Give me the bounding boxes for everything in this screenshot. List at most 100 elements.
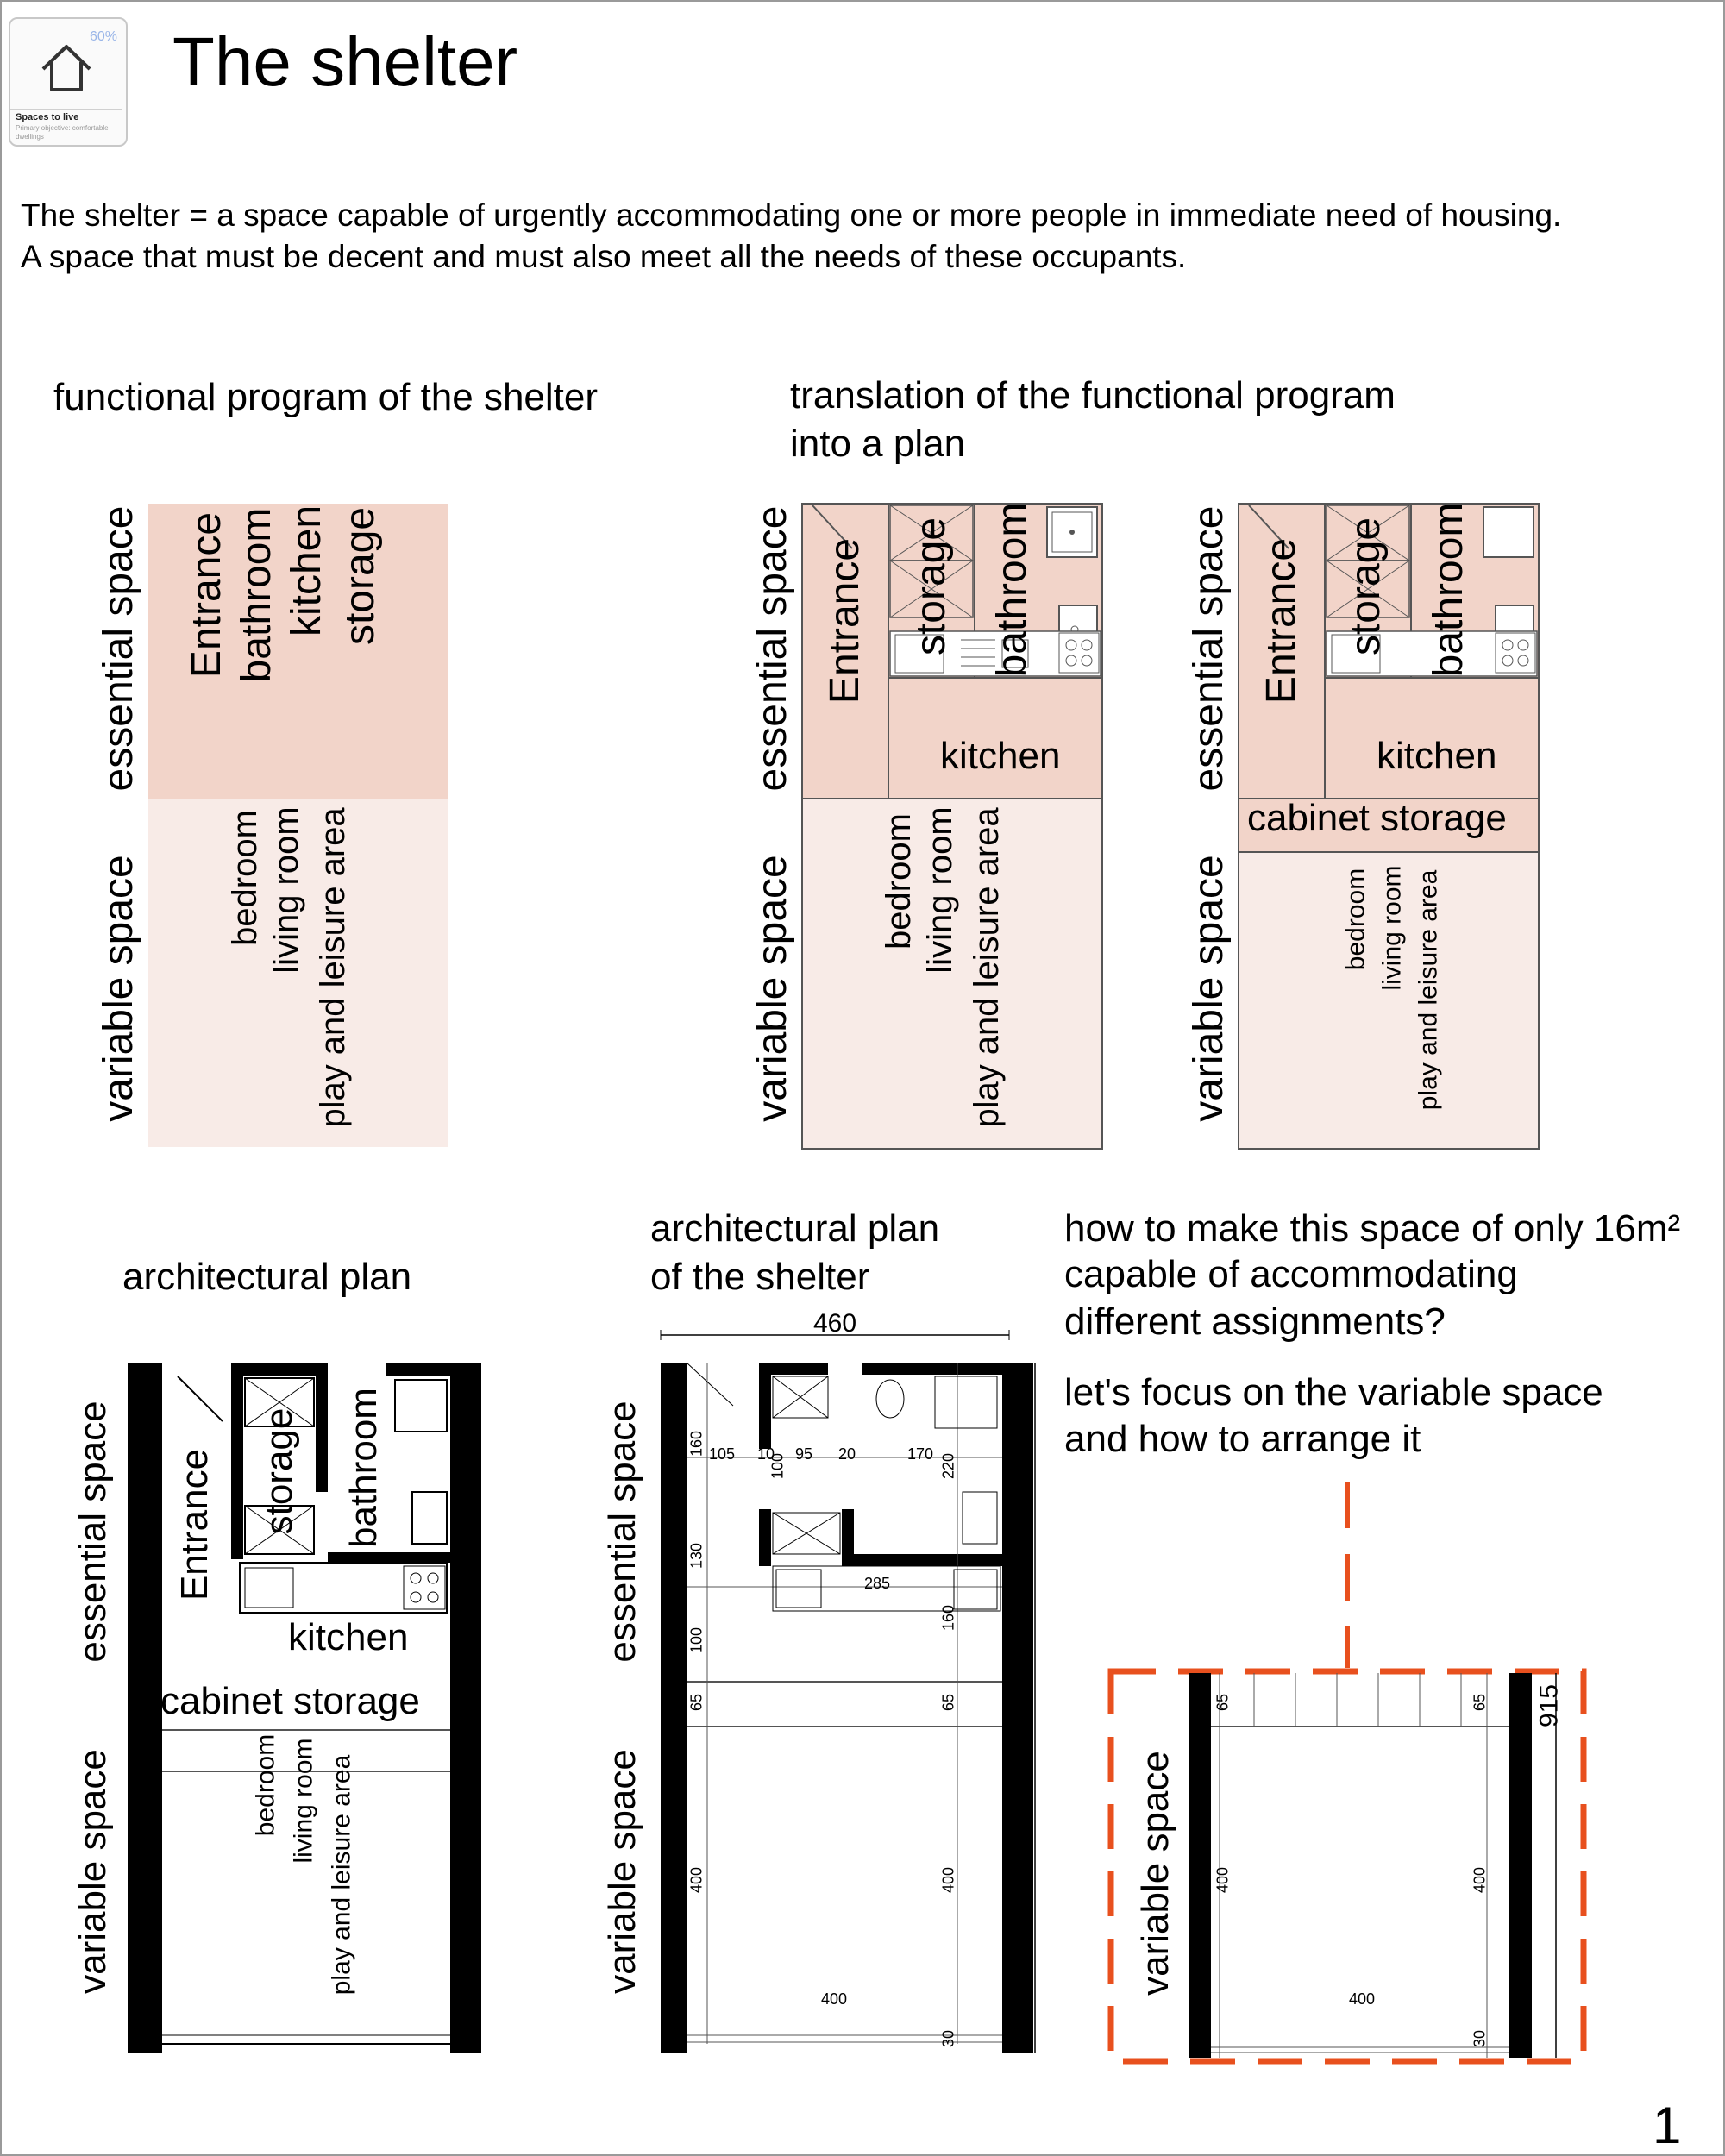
badge-label: Spaces to live: [16, 112, 79, 122]
question-line-1: how to make this space of only 16m²: [1064, 1207, 1681, 1250]
room-kitchen-4: kitchen: [288, 1616, 409, 1658]
dim-285: 285: [864, 1575, 891, 1592]
room-bedroom-2: bedroom: [880, 813, 918, 950]
dim-105: 105: [709, 1445, 736, 1463]
essential-space-label-5: essential space: [600, 1401, 643, 1663]
heading-translation-2: into a plan: [790, 423, 966, 465]
room-living-room-4: living room: [289, 1738, 318, 1864]
dim-170: 170: [907, 1445, 934, 1463]
question-line-3: different assignments?: [1064, 1300, 1446, 1343]
variable-space-label-3: variable space: [1185, 855, 1232, 1122]
dim-400-d: 400: [1214, 1866, 1232, 1894]
storage-cabinets: [889, 505, 974, 618]
variable-space-focus-drawing: [1107, 1482, 1587, 2065]
room-bedroom: bedroom: [226, 810, 264, 946]
category-badge: 60% Spaces to live Primary objective: co…: [9, 17, 128, 147]
heading-translation-1: translation of the functional program: [790, 374, 1396, 417]
room-bathroom-3: bathroom: [1425, 502, 1471, 678]
shower-icon: [934, 1376, 998, 1429]
badge-sublabel: Primary objective: comfortable dwellings: [16, 124, 109, 141]
dim-130: 130: [687, 1542, 706, 1570]
page-title: The shelter: [172, 23, 518, 100]
heading-architectural-plan: architectural plan: [122, 1256, 412, 1298]
room-kitchen: kitchen: [283, 505, 329, 637]
dim-65-b: 65: [939, 1693, 957, 1712]
dim-220: 220: [939, 1452, 957, 1480]
dim-10: 10: [757, 1445, 775, 1463]
room-bathroom-2: bathroom: [988, 502, 1035, 678]
room-storage-3: storage: [1342, 517, 1389, 656]
room-storage: storage: [336, 506, 383, 646]
room-bathroom-4: bathroom: [342, 1388, 385, 1548]
page-number: 1: [1653, 2096, 1682, 2154]
room-bathroom: bathroom: [233, 507, 279, 683]
variable-space-label-4: variable space: [71, 1749, 114, 1994]
variable-zone-block: [148, 799, 448, 1147]
dim-100-b: 100: [687, 1626, 706, 1654]
dim-400-c: 400: [821, 1990, 848, 2008]
variable-zone-fill-b: [1238, 851, 1540, 1150]
room-storage-4: storage: [257, 1407, 300, 1535]
stove-icon: [1058, 632, 1100, 674]
room-storage-2: storage: [907, 517, 954, 656]
variable-space-label-2: variable space: [749, 855, 795, 1122]
intro-line-2: A space that must be decent and must als…: [21, 239, 1187, 274]
room-bedroom-4: bedroom: [251, 1733, 280, 1837]
variable-space-label-5: variable space: [600, 1749, 643, 1994]
dim-100-a: 100: [768, 1452, 787, 1480]
room-living-room-2: living room: [921, 806, 959, 974]
room-play-area: play and leisure area: [314, 807, 352, 1128]
cabinet-storage-band: [1238, 798, 1540, 853]
door-swing-icon: [177, 1376, 223, 1422]
room-play-area-4: play and leisure area: [327, 1754, 356, 1996]
focus-highlight-frame: [1107, 1668, 1587, 2065]
room-entrance-2: Entrance: [821, 537, 868, 705]
dim-65-c: 65: [1214, 1693, 1232, 1712]
room-kitchen-3: kitchen: [1377, 735, 1497, 777]
dim-400-a: 400: [687, 1866, 706, 1894]
dim-65-a: 65: [687, 1693, 706, 1712]
heading-functional-program: functional program of the shelter: [53, 376, 599, 418]
room-entrance-3: Entrance: [1258, 537, 1304, 705]
dim-30-b: 30: [1471, 2029, 1489, 2048]
essential-space-label: essential space: [95, 505, 141, 792]
dim-400-f: 400: [1349, 1990, 1376, 2008]
room-entrance: Entrance: [183, 511, 229, 679]
heading-arch-plan-shelter-2: of the shelter: [650, 1256, 870, 1298]
door-swing-icon: [1248, 505, 1289, 549]
toilet-icon: [875, 1379, 905, 1419]
dim-460: 460: [813, 1309, 857, 1338]
dim-400-e: 400: [1471, 1866, 1489, 1894]
focus-line-2: and how to arrange it: [1064, 1418, 1421, 1460]
focus-line-1: let's focus on the variable space: [1064, 1371, 1603, 1413]
dim-915-b: 915: [1534, 1683, 1564, 1728]
dim-160-b: 160: [939, 1604, 957, 1632]
dim-30: 30: [939, 2029, 957, 2048]
essential-space-label-4: essential space: [71, 1401, 114, 1663]
room-play-area-2: play and leisure area: [968, 807, 1006, 1128]
dim-20: 20: [838, 1445, 856, 1463]
room-entrance-4: Entrance: [172, 1448, 216, 1601]
shower-icon: [394, 1379, 448, 1432]
translation-plan-a: [801, 503, 1103, 1150]
door-swing-icon: [812, 505, 853, 549]
stove-icon: [953, 1569, 998, 1610]
dimensioned-plan-drawing: [660, 1330, 1036, 2053]
question-line-2: capable of accommodating: [1064, 1253, 1518, 1295]
room-living-room-3: living room: [1377, 865, 1407, 991]
heading-arch-plan-shelter-1: architectural plan: [650, 1207, 940, 1250]
shower-icon: [1046, 506, 1098, 558]
dim-95: 95: [795, 1445, 813, 1463]
essential-zone-block: [148, 504, 448, 799]
essential-space-label-3: essential space: [1185, 505, 1232, 792]
room-bedroom-3: bedroom: [1341, 868, 1371, 971]
badge-label-box: Spaces to live Primary objective: comfor…: [10, 109, 122, 143]
dim-160: 160: [687, 1430, 706, 1457]
variable-space-label-6: variable space: [1133, 1751, 1176, 1996]
stove-icon: [403, 1565, 446, 1610]
room-kitchen-2: kitchen: [940, 735, 1061, 777]
room-play-area-3: play and leisure area: [1414, 869, 1443, 1111]
variable-space-label: variable space: [95, 855, 141, 1122]
stove-icon: [1495, 632, 1536, 674]
